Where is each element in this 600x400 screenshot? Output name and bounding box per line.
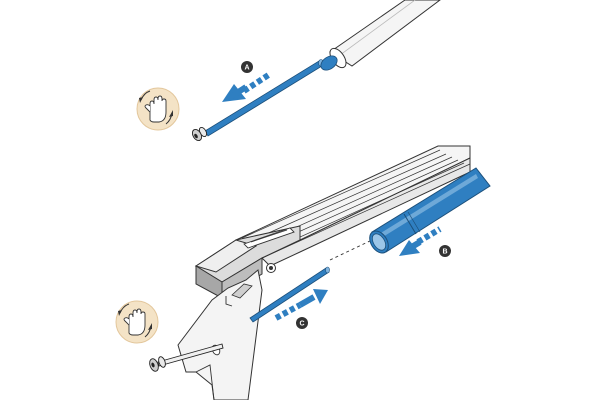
blue-rod-top	[204, 55, 338, 137]
step-badge-b: B	[439, 245, 451, 257]
guide-line	[329, 239, 373, 261]
bolt-bottom	[149, 343, 224, 372]
step-badge-c: C	[296, 317, 308, 329]
step-label-a: A	[244, 65, 249, 72]
arrow-b	[399, 226, 442, 256]
blue-tube	[369, 167, 491, 254]
step-label-b: B	[442, 249, 447, 256]
mounting-bracket	[177, 269, 263, 400]
bolt-top	[191, 126, 208, 142]
rail-end-cap	[194, 225, 301, 299]
hand-turn-icon	[115, 300, 159, 344]
top-assembly: A	[136, 0, 441, 142]
step-label-c: C	[299, 321, 304, 328]
hand-turn-icon	[136, 87, 180, 131]
outer-tube-top	[329, 0, 441, 69]
bottom-assembly: B C	[115, 145, 491, 400]
arrow-a	[222, 71, 272, 102]
blue-rod-bottom	[249, 266, 330, 323]
arrow-c	[274, 289, 328, 321]
step-badge-a: A	[241, 61, 253, 73]
